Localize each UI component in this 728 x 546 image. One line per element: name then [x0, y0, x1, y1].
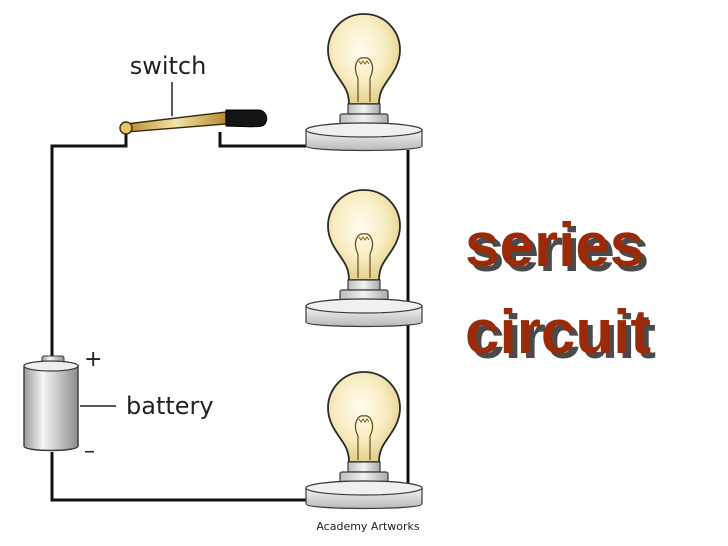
- knife-switch-icon: [119, 82, 268, 135]
- image-credit: Academy Artworks: [316, 520, 420, 533]
- light-bulb-icon: [305, 371, 423, 510]
- battery-plus-sign: +: [84, 347, 102, 372]
- battery-cell-icon: [23, 355, 116, 452]
- wire-bottom: [50, 452, 306, 502]
- switch-label: switch: [130, 52, 207, 80]
- title-line1: series: [465, 211, 644, 280]
- title-line1-shadow: series: [470, 216, 649, 285]
- circuit-title: series series circuit circuit: [465, 211, 656, 372]
- light-bulb-icon: [305, 13, 423, 152]
- wire-top: [218, 132, 306, 148]
- title-line2-shadow: circuit: [470, 303, 656, 372]
- battery-minus-sign: –: [84, 439, 95, 464]
- light-bulb-icon: [305, 189, 423, 328]
- battery-label: battery: [126, 392, 214, 420]
- circuit-wires: [50, 132, 410, 502]
- wire-left: [50, 132, 128, 358]
- title-line2: circuit: [465, 298, 651, 367]
